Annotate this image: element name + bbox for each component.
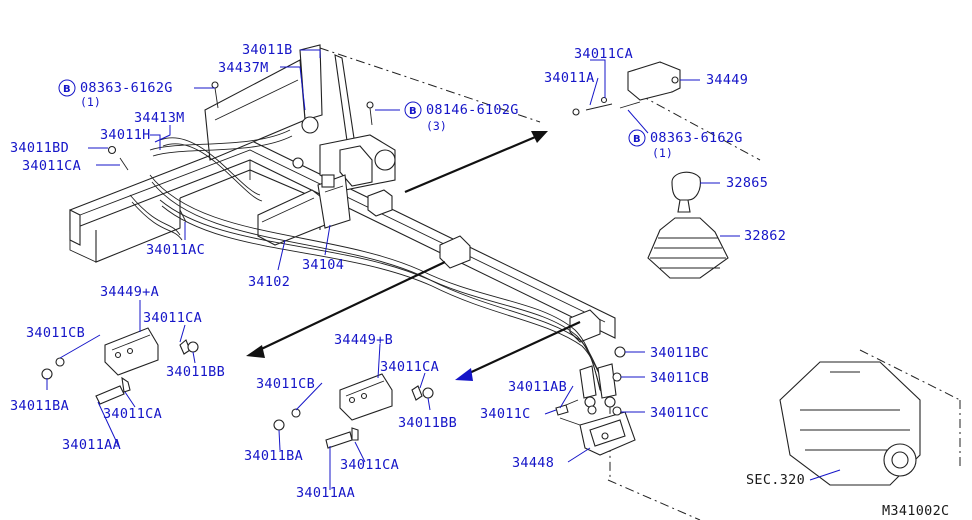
label-08146-qty: (3) — [426, 119, 447, 133]
label-34011BC: 34011BC — [650, 345, 709, 361]
label-34448: 34448 — [512, 455, 554, 471]
bracket-34449A — [41, 327, 199, 405]
label-34011CB-r: 34011CB — [650, 370, 709, 386]
shifter-mechanism — [257, 116, 396, 246]
label-34449B: 34449+B — [334, 332, 393, 348]
svg-text:B: B — [633, 134, 641, 145]
label-34011B-top: 34011B — [242, 42, 293, 58]
shift-cables — [129, 129, 617, 408]
bolt-marker-mid: B — [404, 101, 422, 119]
label-34011CB-b: 34011CB — [256, 376, 315, 392]
label-34011CA-b2: 34011CA — [340, 457, 399, 473]
label-sec320: SEC.320 — [746, 472, 805, 488]
label-34011BA-a: 34011BA — [10, 398, 69, 414]
label-34413M: 34413M — [134, 110, 185, 126]
label-34011CA-a2: 34011CA — [103, 406, 162, 422]
leader-lines — [46, 49, 841, 490]
shift-boot — [647, 217, 729, 279]
bracket-34449B — [273, 373, 434, 449]
frame-crossmember — [69, 139, 616, 343]
label-34011H: 34011H — [100, 127, 151, 143]
label-34011C: 34011C — [480, 406, 531, 422]
label-34449A: 34449+A — [100, 284, 159, 300]
label-34011CA-a1: 34011CA — [143, 310, 202, 326]
bracket-34449 — [572, 61, 681, 116]
label-08363-right-qty: (1) — [652, 146, 673, 160]
part-labels: 34011B 34437M 08363-6162G (1) 34413M 340… — [10, 42, 949, 519]
label-34011AC: 34011AC — [146, 242, 205, 258]
label-34102: 34102 — [248, 274, 290, 290]
label-34011BB-a: 34011BB — [166, 364, 225, 380]
label-34011CC: 34011CC — [650, 405, 709, 421]
fasteners-right — [107, 81, 626, 416]
label-34449: 34449 — [706, 72, 748, 88]
label-32865: 32865 — [726, 175, 768, 191]
bolt-marker-right: B — [628, 129, 646, 147]
shift-knob — [671, 171, 701, 213]
label-34011AB: 34011AB — [508, 379, 567, 395]
label-34011BD: 34011BD — [10, 140, 69, 156]
label-34011CB-a: 34011CB — [26, 325, 85, 341]
label-34011CA-tr: 34011CA — [574, 46, 633, 62]
bracket-34448 — [559, 411, 636, 456]
svg-text:B: B — [409, 106, 417, 117]
label-08146: 08146-6102G — [426, 102, 519, 118]
label-08363-top-qty: (1) — [80, 95, 101, 109]
bolt-marker-top: B — [58, 79, 76, 97]
label-34011BA-b: 34011BA — [244, 448, 303, 464]
label-34011CA-b1: 34011CA — [380, 359, 439, 375]
diagram-code: M341002C — [882, 503, 949, 519]
label-34011AA-a: 34011AA — [62, 437, 121, 453]
label-34437M: 34437M — [218, 60, 269, 76]
label-08363-top: 08363-6162G — [80, 80, 173, 96]
label-34011A: 34011A — [544, 70, 595, 86]
direction-arrows — [246, 131, 581, 381]
label-34011CA-left: 34011CA — [22, 158, 81, 174]
label-34104: 34104 — [302, 257, 344, 273]
transmission — [779, 361, 921, 486]
label-32862: 32862 — [744, 228, 786, 244]
label-34011AA-b: 34011AA — [296, 485, 355, 501]
svg-text:B: B — [63, 84, 71, 95]
label-08363-right: 08363-6162G — [650, 130, 743, 146]
label-34011BB-b: 34011BB — [398, 415, 457, 431]
